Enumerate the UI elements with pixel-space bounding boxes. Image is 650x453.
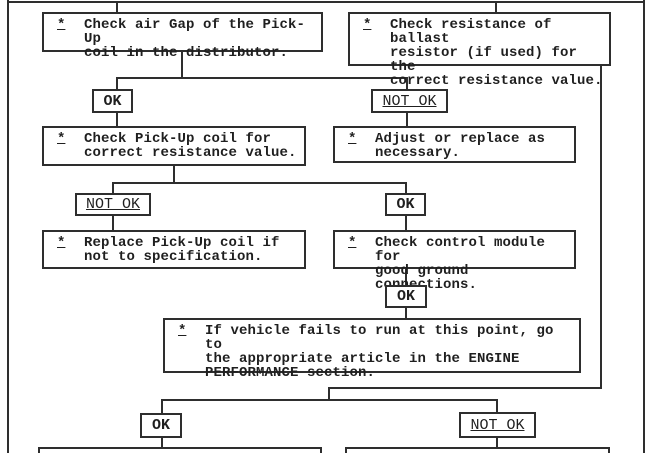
partial-box-edge	[38, 447, 322, 449]
branch-label-text: NOT OK	[470, 416, 525, 434]
footnote-asterisk: *	[348, 131, 357, 147]
partial-box-edge	[345, 447, 347, 453]
branch-label-text: NOT OK	[382, 92, 437, 110]
connector-line	[173, 165, 175, 184]
page-border-top	[7, 1, 645, 3]
step-box-replace-pickup-coil: * Replace Pick-Up coil if not to specifi…	[42, 230, 306, 269]
footnote-asterisk: *	[348, 235, 357, 251]
connector-line	[161, 401, 163, 414]
connector-line	[405, 268, 407, 286]
branch-label-ok: OK	[385, 285, 427, 308]
branch-label-ok: OK	[140, 413, 182, 438]
partial-box-edge	[608, 447, 610, 453]
partial-box-edge	[320, 447, 322, 453]
connector-line	[495, 2, 497, 13]
branch-label-text: OK	[103, 92, 122, 110]
page-border-left	[7, 0, 9, 453]
branch-label-text: OK	[396, 288, 415, 305]
connector-line	[406, 79, 408, 90]
page-border-right	[643, 0, 645, 453]
branch-label-not-ok: NOT OK	[75, 193, 151, 216]
connector-line	[181, 51, 183, 78]
connector-line	[496, 438, 498, 448]
connector-line	[496, 401, 498, 413]
connector-line	[328, 389, 330, 400]
branch-label-ok: OK	[92, 89, 133, 113]
footnote-asterisk: *	[57, 17, 66, 33]
step-box-check-ballast-resistor: * Check resistance of ballast resistor (…	[348, 12, 611, 88]
connector-line	[112, 184, 114, 194]
step-text: Replace Pick-Up coil if not to specifica…	[84, 235, 280, 265]
step-box-check-control-module: * Check control module for good ground c…	[333, 230, 576, 292]
step-text: Check control module for good ground con…	[375, 235, 546, 292]
footnote-asterisk: *	[178, 323, 187, 339]
connector-line	[405, 184, 407, 194]
connector-line	[406, 112, 408, 127]
step-box-check-air-gap: * Check air Gap of the Pick-Up coil in t…	[42, 12, 323, 60]
branch-label-text: NOT OK	[85, 196, 140, 213]
connector-line	[600, 65, 602, 389]
step-box-adjust-or-replace: * Adjust or replace as necessary.	[333, 126, 576, 163]
connector-line	[116, 2, 118, 13]
connector-line	[328, 387, 602, 389]
branch-label-text: OK	[396, 196, 415, 213]
step-text: Adjust or replace as necessary.	[375, 131, 546, 161]
connector-line	[116, 79, 118, 90]
connector-line	[112, 182, 407, 184]
connector-line	[112, 215, 114, 231]
connector-line	[161, 399, 498, 401]
partial-box-edge	[345, 447, 610, 449]
step-box-engine-performance-note: * If vehicle fails to run at this point,…	[163, 318, 581, 380]
connector-line	[116, 77, 408, 79]
step-text: Check air Gap of the Pick-Up coil in the…	[84, 17, 306, 61]
connector-line	[405, 307, 407, 319]
branch-label-text: OK	[151, 417, 170, 434]
branch-label-not-ok: NOT OK	[459, 412, 536, 438]
step-text: Check resistance of ballast resistor (if…	[390, 17, 603, 89]
step-text: Check Pick-Up coil for correct resistanc…	[84, 131, 297, 161]
connector-line	[161, 438, 163, 448]
footnote-asterisk: *	[57, 131, 66, 147]
footnote-asterisk: *	[57, 235, 66, 251]
partial-box-edge	[38, 447, 40, 453]
connector-line	[116, 112, 118, 127]
step-box-check-pickup-coil: * Check Pick-Up coil for correct resista…	[42, 126, 306, 166]
connector-line	[405, 215, 407, 231]
branch-label-ok: OK	[385, 193, 426, 216]
branch-label-not-ok: NOT OK	[371, 89, 448, 113]
step-text: If vehicle fails to run at this point, g…	[205, 323, 554, 381]
footnote-asterisk: *	[363, 17, 372, 33]
